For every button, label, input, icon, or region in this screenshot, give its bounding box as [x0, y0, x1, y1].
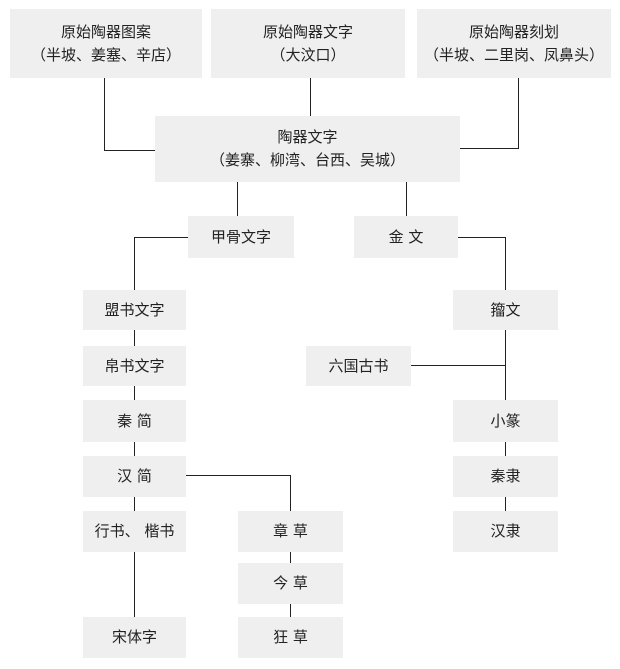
- node-qin-slips: 秦 简: [83, 400, 186, 442]
- node-silk: 帛书文字: [83, 346, 186, 386]
- connector-carving-to-script: [460, 78, 519, 149]
- node-pottery-script-sites: （姜寨、柳湾、台西、吴城）: [209, 151, 405, 169]
- node-oracle-bone: 甲骨文字: [188, 216, 294, 258]
- node-zhangcao-label: 章 草: [273, 522, 308, 540]
- node-pottery-carving-title: 原始陶器刻划: [468, 22, 559, 41]
- connector-bronze-to-zhouwen: [458, 237, 506, 290]
- node-song-style: 宋体字: [83, 617, 186, 658]
- node-zhangcao: 章 草: [238, 511, 343, 552]
- node-bronze-label: 金 文: [388, 227, 424, 246]
- node-running-regular: 行书、 楷书: [83, 511, 186, 552]
- node-jincao: 今 草: [238, 563, 343, 604]
- node-bronze: 金 文: [354, 216, 458, 258]
- node-qin-slips-label: 秦 简: [117, 411, 152, 430]
- node-six-states: 六国古书: [306, 346, 411, 386]
- node-kuangcao-label: 狂 草: [273, 628, 308, 646]
- node-kuangcao: 狂 草: [238, 617, 343, 658]
- node-six-states-label: 六国古书: [328, 356, 389, 375]
- node-pottery-script-title: 陶器文字: [277, 128, 338, 146]
- node-zhouwen: 籀文: [453, 290, 558, 330]
- node-covenant: 盟书文字: [83, 290, 186, 330]
- node-han-slips-label: 汉 简: [117, 467, 152, 485]
- node-song-style-label: 宋体字: [111, 628, 157, 646]
- node-zhouwen-label: 籀文: [490, 300, 521, 319]
- node-pottery-script: 陶器文字 （姜寨、柳湾、台西、吴城）: [155, 116, 460, 182]
- node-jincao-label: 今 草: [273, 574, 308, 592]
- node-han-clerical-label: 汉隶: [490, 522, 521, 540]
- node-qin-clerical: 秦隶: [453, 456, 558, 497]
- node-pottery-pattern-sites: （半坡、姜塞、辛店）: [30, 45, 181, 64]
- node-pottery-pattern-title: 原始陶器图案: [60, 22, 151, 41]
- node-han-clerical: 汉隶: [453, 511, 558, 552]
- node-pottery-carving: 原始陶器刻划 （半坡、二里岗、凤鼻头）: [417, 9, 611, 78]
- connector-oracle-to-covenant: [134, 237, 188, 290]
- connector-han-slips-to-zhangcao: [186, 475, 291, 511]
- node-covenant-label: 盟书文字: [104, 300, 165, 319]
- node-pottery-text-title: 原始陶器文字: [262, 22, 353, 41]
- node-oracle-bone-label: 甲骨文字: [210, 227, 271, 246]
- node-small-seal-label: 小篆: [490, 411, 521, 430]
- node-pottery-text: 原始陶器文字 （大汶口）: [211, 9, 405, 78]
- node-pottery-pattern: 原始陶器图案 （半坡、姜塞、辛店）: [10, 9, 202, 78]
- node-pottery-carving-sites: （半坡、二里岗、凤鼻头）: [423, 45, 604, 64]
- node-qin-clerical-label: 秦隶: [490, 467, 521, 485]
- node-han-slips: 汉 简: [83, 456, 186, 497]
- connector-pattern-to-script: [104, 78, 155, 151]
- node-silk-label: 帛书文字: [104, 356, 165, 375]
- node-running-regular-label: 行书、 楷书: [94, 522, 175, 540]
- node-pottery-text-sites: （大汶口）: [270, 45, 346, 64]
- node-small-seal: 小篆: [453, 400, 558, 442]
